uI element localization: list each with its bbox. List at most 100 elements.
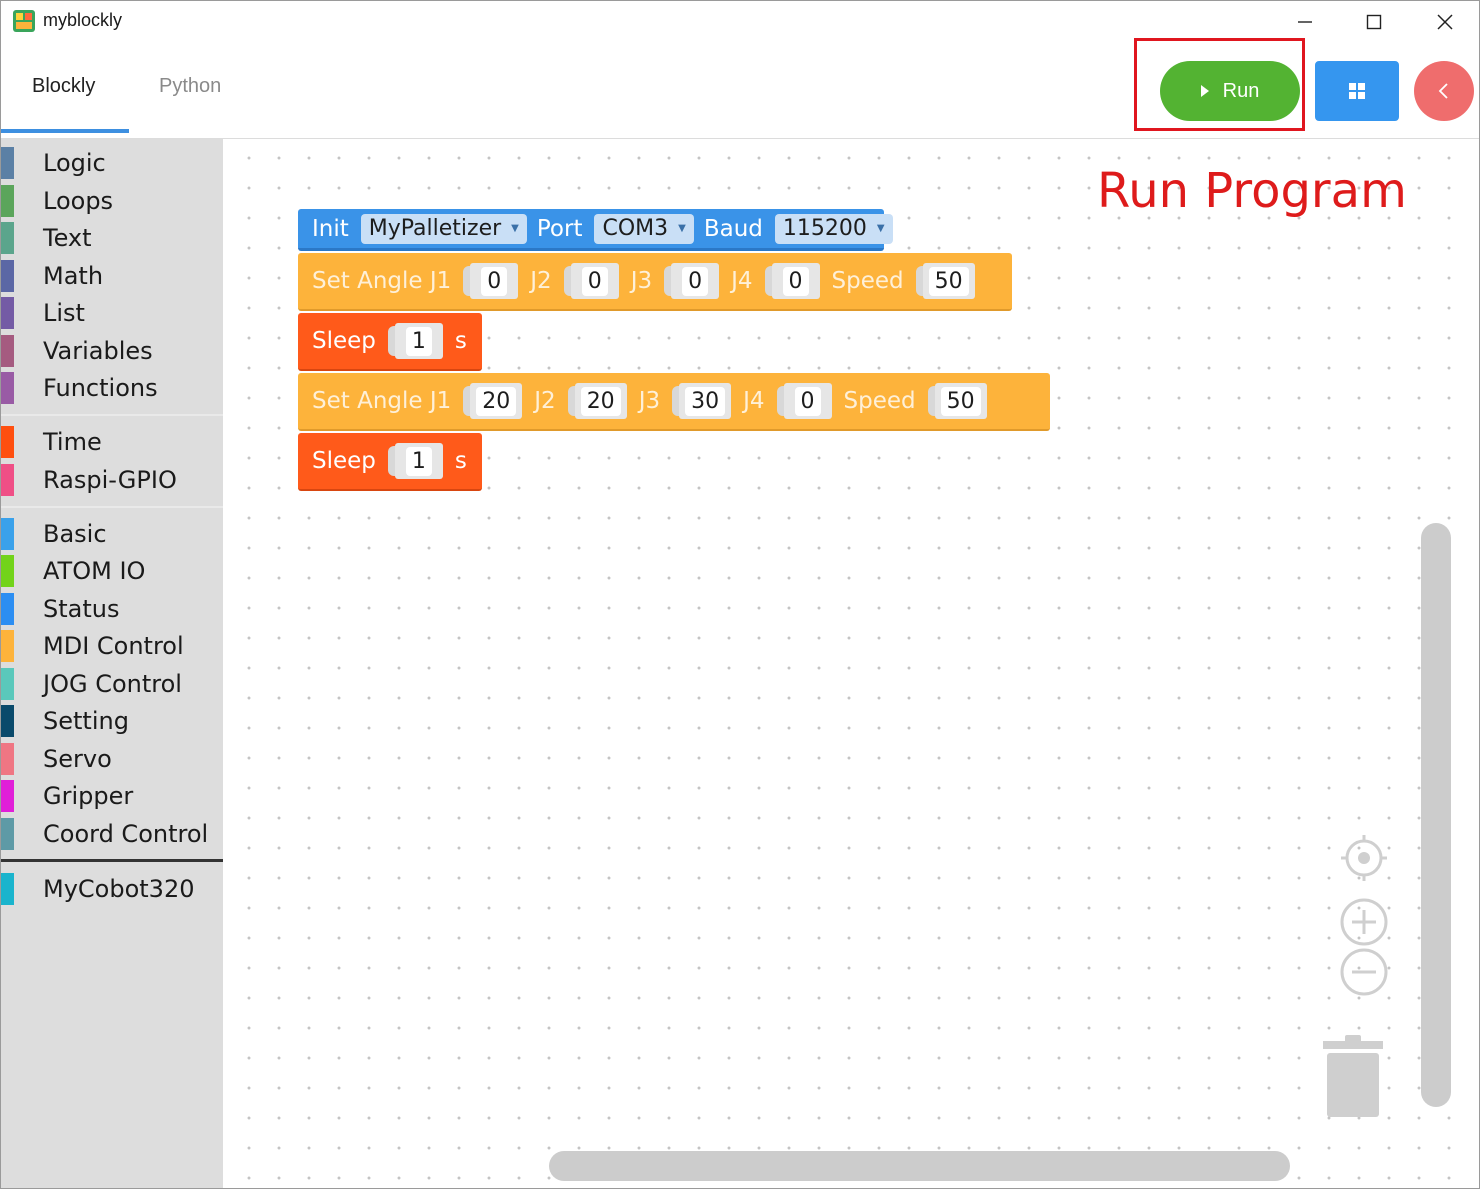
blockly-workspace[interactable]: Run Program Init MyPalletizer▼ Port COM3… [223,139,1455,1188]
j3-input[interactable]: 30 [672,383,732,419]
category-color [1,185,14,217]
category-logic[interactable]: Logic [1,145,223,181]
category-mycobot320[interactable]: MyCobot320 [1,871,223,907]
tab-blockly[interactable]: Blockly [32,75,96,97]
category-time[interactable]: Time [1,424,223,460]
number-value[interactable]: 0 [682,266,709,296]
category-basic[interactable]: Basic [1,516,223,552]
input-notch [563,266,574,296]
zoom-out-icon[interactable] [1339,947,1389,997]
j4-input[interactable]: 0 [776,383,832,419]
input-notch [664,266,675,296]
init-block[interactable]: Init MyPalletizer▼ Port COM3▼ Baud 11520… [298,209,893,251]
category-label: Raspi-GPIO [43,466,177,494]
j3-input[interactable]: 0 [664,263,720,299]
vertical-scrollbar[interactable] [1421,523,1451,1107]
speed-input[interactable]: 50 [927,383,987,419]
category-list[interactable]: List [1,295,223,331]
category-variables[interactable]: Variables [1,333,223,369]
baud-label: Baud [703,215,763,242]
category-color [1,426,14,458]
number-value[interactable]: 1 [405,446,432,476]
dropdown-arrow-icon: ▼ [511,223,519,234]
tab-python[interactable]: Python [159,75,222,97]
j4-input[interactable]: 0 [764,263,820,299]
category-setting[interactable]: Setting [1,703,223,739]
category-label: Logic [43,149,106,177]
j2-input[interactable]: 20 [567,383,627,419]
category-math[interactable]: Math [1,258,223,294]
unit-label: s [454,448,467,474]
baud-dropdown[interactable]: 115200▼ [774,213,893,244]
number-value[interactable]: 0 [481,266,508,296]
j4-label: J4 [743,388,765,414]
number-value[interactable]: 50 [928,266,969,296]
category-color [1,297,14,329]
number-value[interactable]: 1 [405,326,432,356]
category-text[interactable]: Text [1,220,223,256]
category-label: Loops [43,187,114,215]
j1-input[interactable]: 20 [463,383,523,419]
number-shadow: 0 [771,263,820,299]
block-label: Set Angle J1 [312,388,452,414]
grid-menu-button[interactable] [1315,61,1399,121]
category-label: Variables [43,337,153,365]
toolbox: Logic Loops Text Math List Variables Fun… [1,139,223,1188]
category-servo[interactable]: Servo [1,741,223,777]
input-notch [672,386,683,416]
number-value[interactable]: 30 [685,386,726,416]
input-notch [567,386,578,416]
number-value[interactable]: 0 [782,266,809,296]
run-button[interactable]: Run [1160,61,1300,121]
category-atom-io[interactable]: ATOM IO [1,553,223,589]
block-label: Set Angle J1 [312,268,452,294]
number-shadow: 50 [922,263,975,299]
number-shadow: 0 [671,263,720,299]
number-value[interactable]: 20 [580,386,621,416]
number-value[interactable]: 20 [476,386,517,416]
j1-input[interactable]: 0 [463,263,519,299]
category-label: MyCobot320 [43,875,195,903]
number-shadow: 20 [574,383,627,419]
category-color [1,555,14,587]
category-color [1,372,14,404]
minimize-button[interactable] [1285,7,1325,37]
j2-input[interactable]: 0 [563,263,619,299]
zoom-in-icon[interactable] [1339,897,1389,947]
sleep-block[interactable]: Sleep 1 s [298,433,482,491]
trash-icon[interactable] [1321,1035,1385,1119]
port-label: Port [536,215,583,242]
category-coord-control[interactable]: Coord Control [1,816,223,852]
sleep-seconds-input[interactable]: 1 [387,443,443,479]
number-value[interactable]: 0 [794,386,821,416]
speed-input[interactable]: 50 [915,263,975,299]
crosshair-icon[interactable] [1341,835,1387,881]
number-shadow: 1 [394,323,443,359]
port-dropdown[interactable]: COM3▼ [594,213,694,244]
sleep-block[interactable]: Sleep 1 s [298,313,482,371]
category-color [1,593,14,625]
minimize-icon [1298,21,1312,23]
sleep-seconds-input[interactable]: 1 [387,323,443,359]
category-loops[interactable]: Loops [1,183,223,219]
category-mdi-control[interactable]: MDI Control [1,628,223,664]
set-angle-block[interactable]: Set Angle J1 0 J2 0 J3 0 J4 0 Speed 50 [298,253,1012,311]
category-status[interactable]: Status [1,591,223,627]
category-color [1,335,14,367]
category-jog-control[interactable]: JOG Control [1,666,223,702]
number-value[interactable]: 0 [581,266,608,296]
device-dropdown[interactable]: MyPalletizer▼ [360,213,527,244]
category-raspi-gpio[interactable]: Raspi-GPIO [1,462,223,498]
back-button[interactable] [1414,61,1474,121]
maximize-button[interactable] [1354,7,1394,37]
j3-label: J3 [638,388,661,414]
close-icon [1437,14,1453,30]
set-angle-block[interactable]: Set Angle J1 20 J2 20 J3 30 J4 0 Speed 5… [298,373,1050,431]
category-gripper[interactable]: Gripper [1,778,223,814]
category-functions[interactable]: Functions [1,370,223,406]
number-value[interactable]: 50 [940,386,981,416]
close-button[interactable] [1425,7,1465,37]
horizontal-scrollbar[interactable] [549,1151,1290,1181]
active-tab-indicator [1,129,129,133]
